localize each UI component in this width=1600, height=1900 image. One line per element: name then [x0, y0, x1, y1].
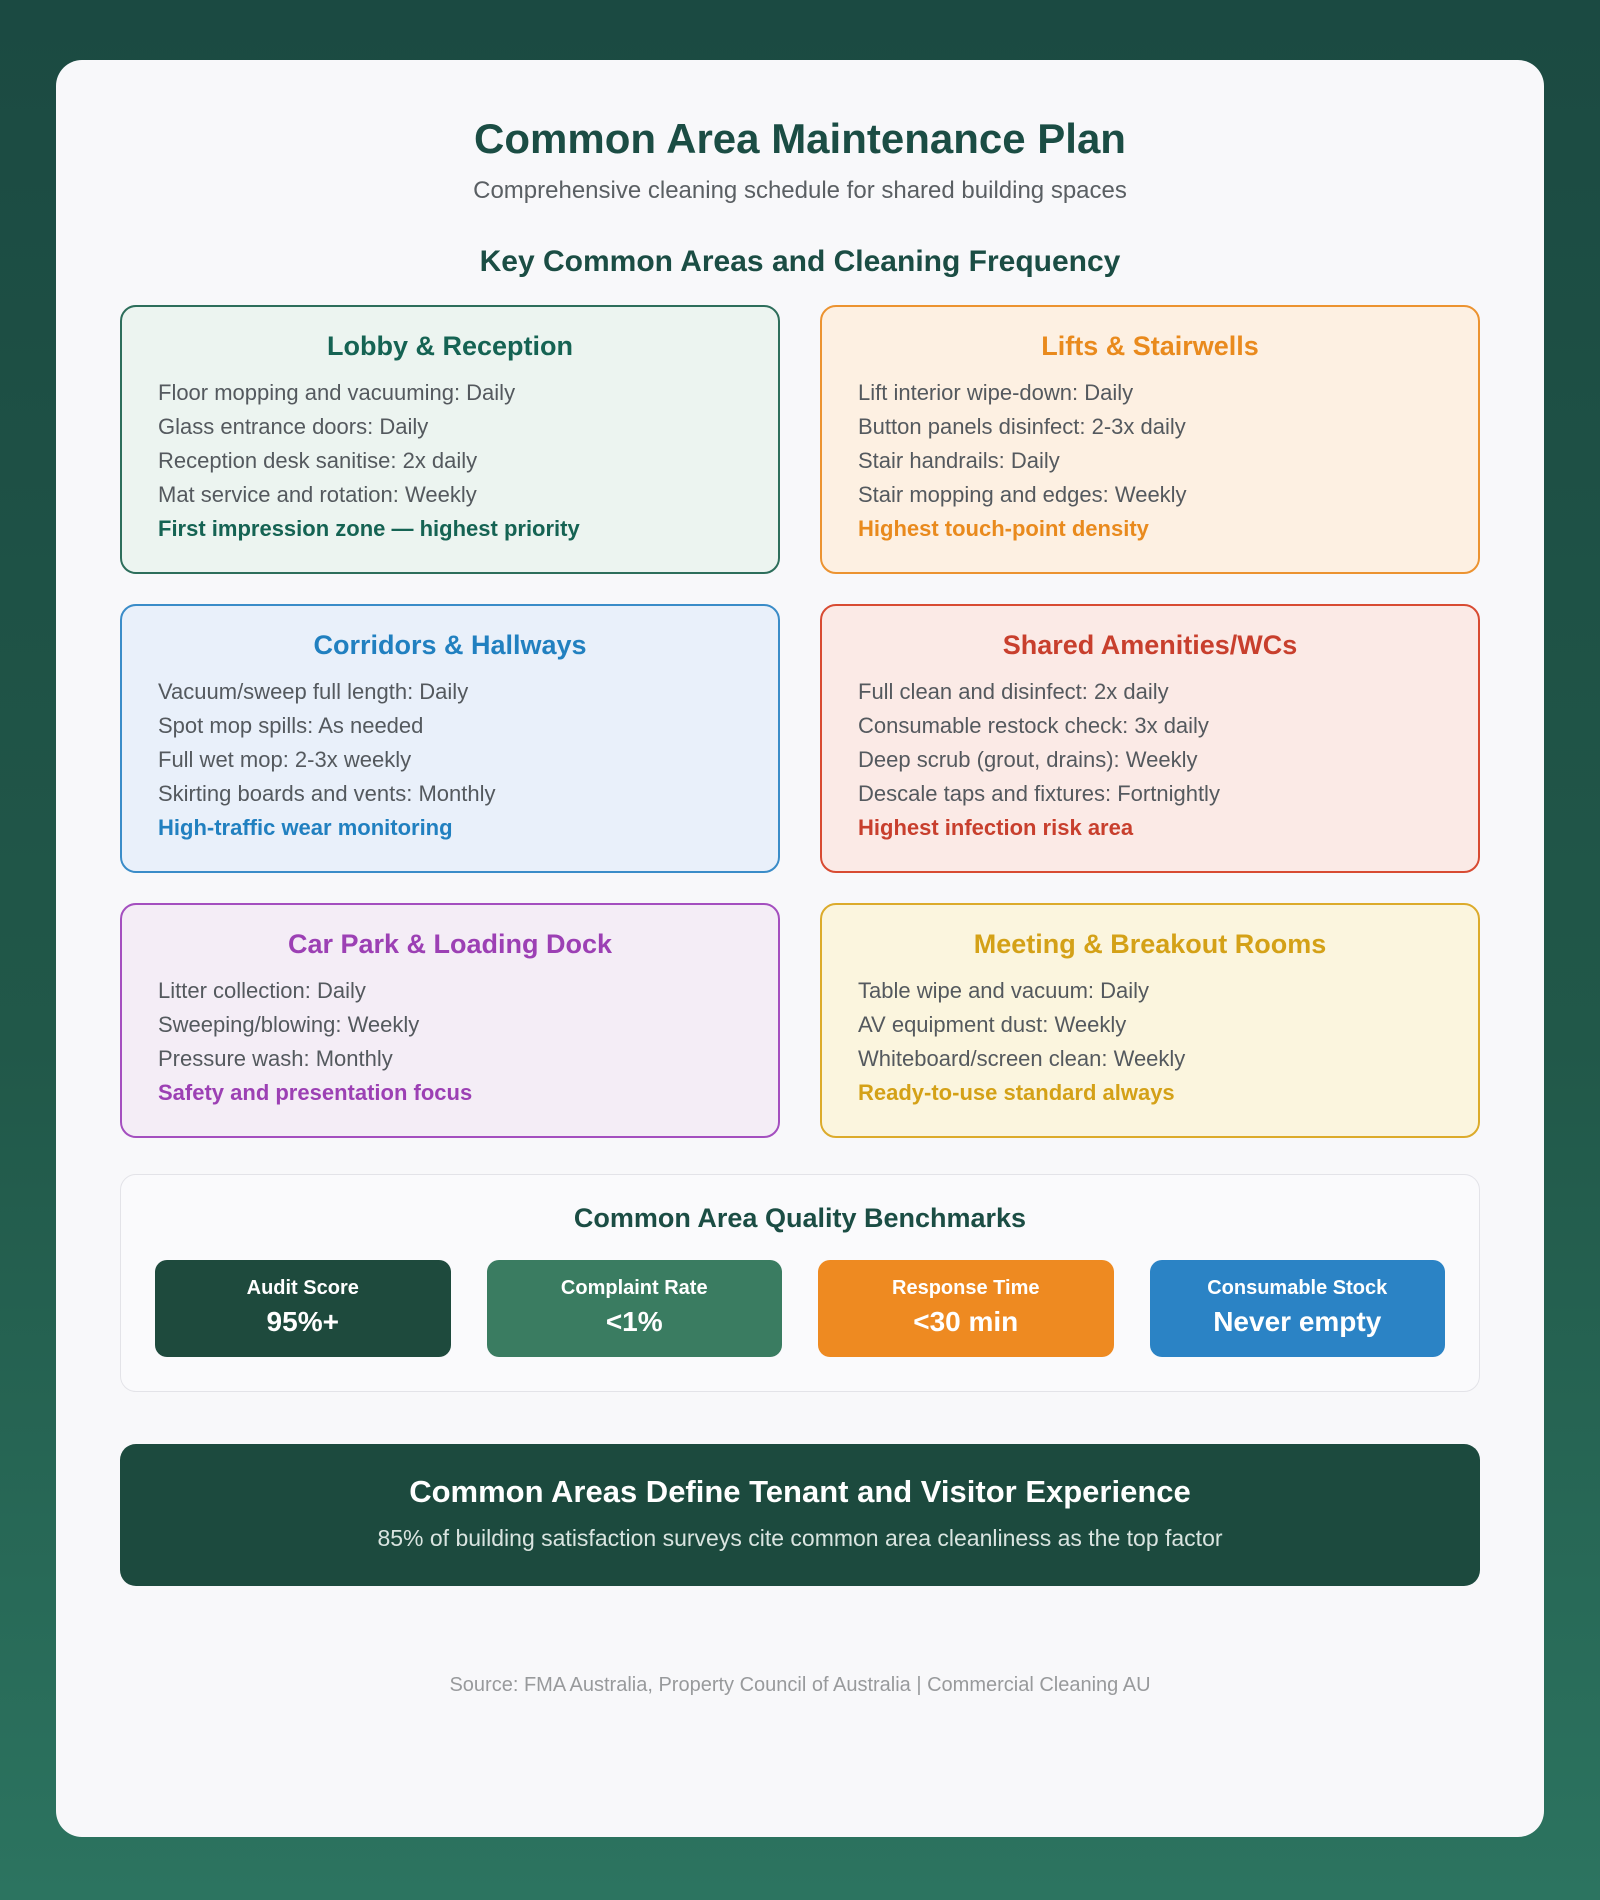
area-task: Spot mop spills: As needed [158, 713, 424, 738]
area-task: Stair mopping and edges: Weekly [858, 482, 1187, 507]
stat-audit-score: Audit Score 95%+ [155, 1260, 451, 1357]
area-task: Consumable restock check: 3x daily [858, 713, 1209, 738]
area-task: Lift interior wipe-down: Daily [858, 380, 1134, 405]
stat-label: Audit Score [246, 1277, 359, 1299]
area-task: Glass entrance doors: Daily [158, 414, 429, 439]
content-card: Common Area Maintenance Plan Comprehensi… [56, 60, 1544, 1837]
area-task: Full clean and disinfect: 2x daily [858, 679, 1169, 704]
stat-consumable-stock: Consumable Stock Never empty [1149, 1260, 1445, 1357]
area-card-title: Meeting & Breakout Rooms [973, 929, 1327, 959]
area-task: Pressure wash: Monthly [158, 1046, 393, 1071]
area-task: Table wipe and vacuum: Daily [858, 978, 1150, 1003]
banner-subtitle: 85% of building satisfaction surveys cit… [377, 1525, 1223, 1551]
page-title: Common Area Maintenance Plan [474, 115, 1126, 162]
areas-grid: Lobby & Reception Floor mopping and vacu… [120, 305, 1480, 1138]
area-task: Descale taps and fixtures: Fortnightly [858, 781, 1220, 806]
area-task: Mat service and rotation: Weekly [158, 482, 477, 507]
area-card-meeting-breakout-rooms: Meeting & Breakout Rooms Table wipe and … [820, 903, 1480, 1138]
area-highlight: Ready-to-use standard always [858, 1080, 1175, 1105]
area-card-lifts-stairwells: Lifts & Stairwells Lift interior wipe-do… [820, 305, 1480, 574]
benchmarks-stats-row: Audit Score 95%+ Complaint Rate <1% Resp… [155, 1260, 1445, 1357]
area-task: Reception desk sanitise: 2x daily [158, 448, 478, 473]
area-task: Litter collection: Daily [158, 978, 366, 1003]
area-task: Stair handrails: Daily [858, 448, 1060, 473]
section-heading: Key Common Areas and Cleaning Frequency [479, 245, 1121, 278]
area-highlight: Highest infection risk area [858, 815, 1134, 840]
stat-value: <30 min [913, 1306, 1019, 1337]
stat-response-time: Response Time <30 min [818, 1260, 1114, 1357]
area-task: Skirting boards and vents: Monthly [158, 781, 496, 806]
stat-label: Complaint Rate [560, 1277, 708, 1299]
stat-label: Response Time [892, 1277, 1040, 1299]
area-task: Vacuum/sweep full length: Daily [158, 679, 469, 704]
page-subtitle: Comprehensive cleaning schedule for shar… [473, 177, 1127, 204]
stat-complaint-rate: Complaint Rate <1% [486, 1260, 782, 1357]
area-task: Sweeping/blowing: Weekly [158, 1012, 420, 1037]
area-card-shared-amenities-wcs: Shared Amenities/WCs Full clean and disi… [820, 604, 1480, 873]
source-note: Source: FMA Australia, Property Council … [449, 1674, 1151, 1696]
area-card-title: Shared Amenities/WCs [1002, 630, 1298, 660]
area-card-title: Lifts & Stairwells [1041, 331, 1259, 361]
area-card-corridors-hallways: Corridors & Hallways Vacuum/sweep full l… [120, 604, 780, 873]
area-card-lobby-reception: Lobby & Reception Floor mopping and vacu… [120, 305, 780, 574]
benchmarks-title: Common Area Quality Benchmarks [573, 1203, 1027, 1233]
area-task: Floor mopping and vacuuming: Daily [158, 380, 516, 405]
area-task: Full wet mop: 2-3x weekly [158, 747, 412, 772]
area-highlight: High-traffic wear monitoring [158, 815, 453, 840]
area-task: AV equipment dust: Weekly [858, 1012, 1127, 1037]
area-highlight: Safety and presentation focus [158, 1080, 473, 1105]
stat-value: 95%+ [266, 1306, 339, 1337]
benchmarks-panel: Common Area Quality Benchmarks Audit Sco… [120, 1174, 1480, 1392]
area-task: Button panels disinfect: 2-3x daily [858, 414, 1186, 439]
area-highlight: First impression zone — highest priority [158, 516, 580, 541]
area-highlight: Highest touch-point density [858, 516, 1149, 541]
banner-title: Common Areas Define Tenant and Visitor E… [409, 1474, 1191, 1509]
experience-banner: Common Areas Define Tenant and Visitor E… [120, 1444, 1480, 1586]
stat-label: Consumable Stock [1207, 1277, 1388, 1299]
area-card-title: Corridors & Hallways [313, 630, 587, 660]
area-card-car-park-loading-dock: Car Park & Loading Dock Litter collectio… [120, 903, 780, 1138]
stat-value: <1% [605, 1306, 663, 1337]
stat-value: Never empty [1213, 1306, 1382, 1337]
area-card-title: Lobby & Reception [326, 331, 573, 361]
area-task: Whiteboard/screen clean: Weekly [858, 1046, 1186, 1071]
area-task: Deep scrub (grout, drains): Weekly [858, 747, 1198, 772]
area-card-title: Car Park & Loading Dock [287, 929, 613, 959]
